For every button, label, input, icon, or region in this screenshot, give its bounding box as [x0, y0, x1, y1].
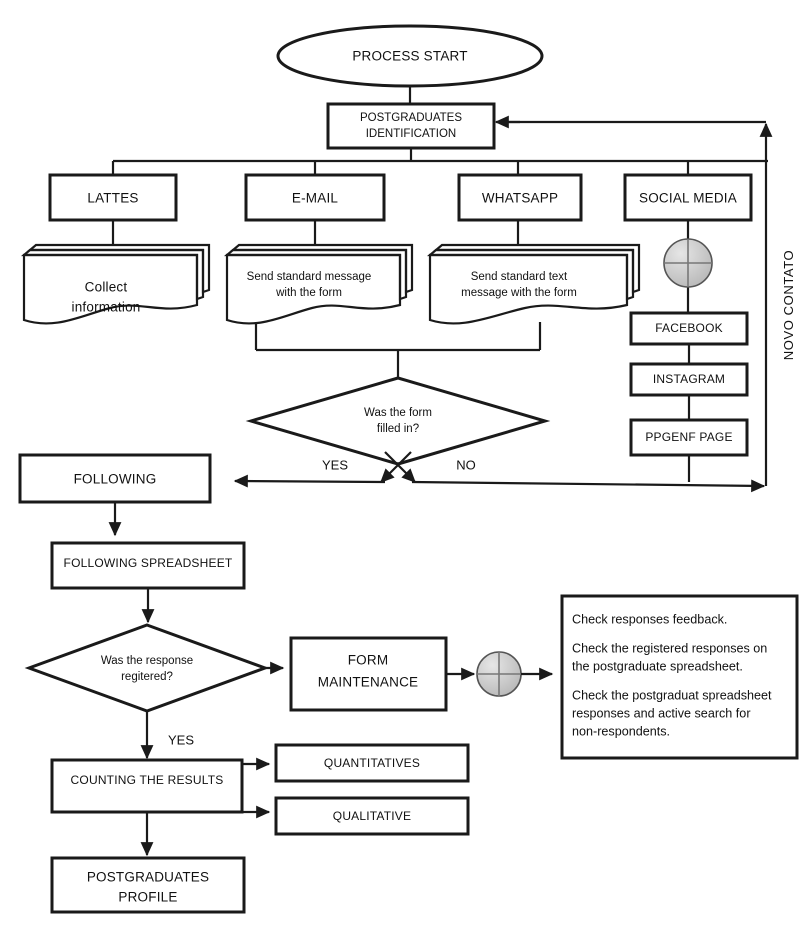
- postgraduates-identification-box: [326, 102, 496, 150]
- postgraduates-profile-label-2: PROFILE: [118, 890, 177, 905]
- document-label-whatsapp-1: Send standard text: [471, 271, 568, 283]
- edge-yes-to-following: [233, 474, 386, 488]
- output-box-quantitatives: [274, 743, 470, 783]
- decision-form-yes-label: YES: [322, 457, 348, 472]
- document-label-whatsapp-2: message with the form: [461, 287, 577, 299]
- channel-label-social-media: SOCIAL MEDIA: [639, 191, 737, 206]
- document-stack-whatsapp-message: Send standard text message with the form: [426, 243, 641, 325]
- output-box-qualitative: [274, 796, 470, 836]
- note-paragraph-2-line-2: the postgraduate spreadsheet.: [572, 659, 743, 673]
- postgraduates-identification-label-2: IDENTIFICATION: [366, 128, 457, 140]
- note-box: [560, 594, 799, 760]
- document-stack-collect-information: Collect information: [20, 243, 211, 325]
- connector-circle-social: [663, 238, 713, 288]
- form-maintenance-label-1: FORM: [348, 653, 389, 668]
- social-chain-label-instagram: INSTAGRAM: [653, 372, 725, 386]
- form-maintenance-label-2: MAINTENANCE: [318, 675, 418, 690]
- output-label-qualitative: QUALITATIVE: [333, 809, 411, 823]
- decision-form-label-2: filled in?: [377, 423, 419, 435]
- document-label-collect-1: Collect: [85, 280, 128, 295]
- social-chain-label-facebook: FACEBOOK: [655, 321, 723, 335]
- postgraduates-profile-label-1: POSTGRADUATES: [87, 870, 209, 885]
- decision-form-label-1: Was the form: [364, 407, 432, 419]
- edge-decision-yes-crossing: [380, 451, 412, 483]
- document-stack-email-message: Send standard message with the form: [223, 243, 414, 325]
- following-spreadsheet-label: FOLLOWING SPREADSHEET: [64, 556, 233, 570]
- decision-diamond-form-filled: [245, 376, 551, 466]
- process-start-label: PROCESS START: [352, 49, 467, 64]
- document-label-email-1: Send standard message: [247, 271, 372, 283]
- return-path-label: NOVO CONTATO: [781, 250, 796, 360]
- edge-no-to-return-path: [411, 479, 766, 493]
- channel-box-whatsapp: [457, 173, 583, 222]
- counting-results-label: COUNTING THE RESULTS: [71, 773, 224, 787]
- decision-form-no-label: NO: [456, 457, 476, 472]
- following-label: FOLLOWING: [74, 472, 157, 487]
- social-chain-label-ppgenf: PPGENF PAGE: [645, 430, 732, 444]
- postgraduates-profile-box: [50, 856, 246, 914]
- channel-label-email: E-MAIL: [292, 191, 339, 206]
- decision-response-label-2: regitered?: [121, 671, 173, 683]
- note-paragraph-2-line-1: Check the registered responses on: [572, 641, 767, 655]
- decision-response-label-1: Was the response: [101, 655, 193, 667]
- decision-response-yes-label: YES: [168, 732, 194, 747]
- postgraduates-identification-label-1: POSTGRADUATES: [360, 112, 462, 124]
- note-paragraph-1: Check responses feedback.: [572, 612, 727, 626]
- channel-label-whatsapp: WHATSAPP: [482, 191, 558, 206]
- edge-decision-no-crossing: [384, 451, 416, 483]
- document-label-email-2: with the form: [275, 287, 342, 299]
- channel-label-lattes: LATTES: [87, 191, 138, 206]
- connector-circle-form-maintenance: [476, 651, 522, 697]
- output-label-quantitatives: QUANTITATIVES: [324, 756, 420, 770]
- note-paragraph-3-line-3: non-respondents.: [572, 724, 670, 738]
- decision-diamond-response-registered: [24, 623, 270, 713]
- note-paragraph-3-line-2: responses and active search for: [572, 706, 751, 720]
- note-paragraph-3-line-1: Check the postgraduat spreadsheet: [572, 688, 772, 702]
- document-label-collect-2: information: [72, 300, 141, 315]
